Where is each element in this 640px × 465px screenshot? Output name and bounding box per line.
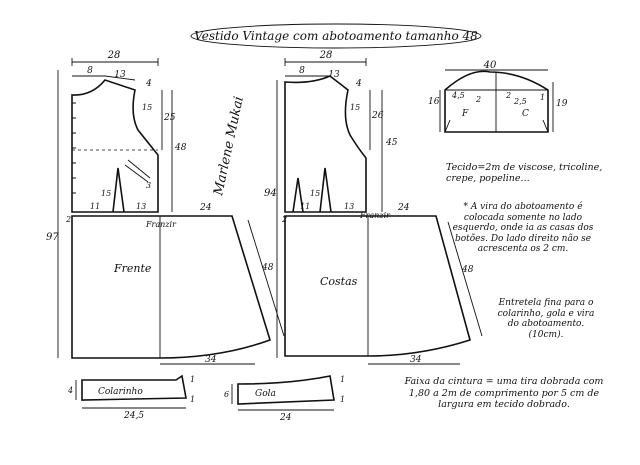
title-frame bbox=[190, 23, 482, 49]
gola-dim-height: 6 bbox=[224, 390, 229, 399]
front-dim-13: 13 bbox=[136, 202, 146, 211]
title: Vestido Vintage com abotoamento tamanho … bbox=[194, 29, 478, 43]
front-dim-3: 3 bbox=[146, 181, 151, 190]
front-dim-side-upper: 25 bbox=[163, 113, 176, 123]
note-placket: * A vira do abotoamento é colocada somen… bbox=[452, 202, 594, 254]
back-gather: Franzir bbox=[359, 211, 391, 220]
front-bodice bbox=[71, 58, 173, 213]
back-dim-waist: 24 bbox=[397, 203, 410, 213]
back-dim-11: 11 bbox=[300, 202, 310, 211]
sleeve-dim-right: 19 bbox=[556, 99, 568, 109]
gola-dim-1a: 1 bbox=[340, 375, 345, 384]
front-dim-neck: 8 bbox=[87, 66, 93, 76]
front-dim-skirt-side: 48 bbox=[261, 263, 274, 273]
sleeve bbox=[439, 69, 554, 133]
back-skirt bbox=[284, 215, 483, 365]
gola-piece bbox=[231, 375, 335, 411]
collar-dim-1b: 1 bbox=[190, 395, 195, 404]
collar-dim-length: 24,5 bbox=[123, 411, 144, 421]
front-dim-armhole: 15 bbox=[142, 103, 152, 112]
front-dim-waist: 24 bbox=[199, 203, 212, 213]
sleeve-dim-1: 1 bbox=[540, 93, 545, 102]
collar-dim-height: 4 bbox=[67, 386, 73, 395]
front-dim-4: 4 bbox=[145, 79, 152, 89]
collar-label: Colarinho bbox=[98, 387, 143, 397]
back-dim-4: 4 bbox=[355, 79, 362, 89]
gola-dim-1b: 1 bbox=[340, 395, 345, 404]
front-dim-side-total: 48 bbox=[174, 143, 187, 153]
sleeve-dim-2b: 2 bbox=[505, 91, 511, 100]
note-interfacing: Entretela fina para o colarinho, gola e … bbox=[497, 298, 595, 340]
collar-piece bbox=[75, 374, 187, 409]
front-label: Frente bbox=[113, 262, 152, 275]
back-dim-shoulder: 13 bbox=[328, 70, 340, 80]
signature: Marlene Mukai bbox=[211, 95, 247, 198]
collar-dim-1a: 1 bbox=[190, 375, 195, 384]
sleeve-dim-25: 2,5 bbox=[513, 97, 527, 106]
back-dim-length: 94 bbox=[264, 188, 277, 199]
front-skirt bbox=[57, 70, 285, 365]
front-dim-hem: 34 bbox=[205, 355, 217, 365]
back-dim-side-total: 45 bbox=[385, 138, 398, 148]
front-dim-top: 28 bbox=[107, 50, 121, 61]
back-dim-side-upper: 26 bbox=[371, 111, 384, 121]
note-waistband: Faixa da cintura = uma tira dobrada com … bbox=[404, 376, 604, 410]
back-dim-armhole: 15 bbox=[350, 103, 360, 112]
front-dim-dart-height: 15 bbox=[101, 189, 111, 198]
back-dim-top: 28 bbox=[319, 50, 333, 61]
back-dim-13: 13 bbox=[344, 202, 354, 211]
sleeve-dim-top: 40 bbox=[483, 60, 497, 71]
back-dim-neck: 8 bbox=[299, 66, 305, 76]
sleeve-dim-left: 16 bbox=[428, 97, 440, 107]
back-bodice bbox=[276, 58, 383, 358]
sleeve-letter-f: F bbox=[461, 109, 469, 119]
sleeve-dim-45: 4,5 bbox=[451, 91, 465, 100]
back-dim-skirt-side: 48 bbox=[461, 265, 474, 275]
back-dim-dart-height: 15 bbox=[310, 189, 320, 198]
front-gather: Franzir bbox=[145, 220, 177, 229]
sleeve-letter-c: C bbox=[522, 109, 529, 119]
back-label: Costas bbox=[320, 275, 358, 288]
front-dim-11: 11 bbox=[90, 202, 100, 211]
front-dim-2: 2 bbox=[65, 215, 71, 224]
note-fabric: Tecido=2m de viscose, tricoline, crepe, … bbox=[446, 162, 603, 184]
gola-label: Gola bbox=[255, 389, 276, 399]
sleeve-dim-2a: 2 bbox=[475, 95, 481, 104]
front-dim-length: 97 bbox=[46, 232, 59, 243]
front-dim-shoulder: 13 bbox=[114, 70, 126, 80]
back-dim-2: 2 bbox=[281, 215, 287, 224]
gola-dim-length: 24 bbox=[279, 413, 292, 423]
back-dim-hem: 34 bbox=[410, 355, 422, 365]
